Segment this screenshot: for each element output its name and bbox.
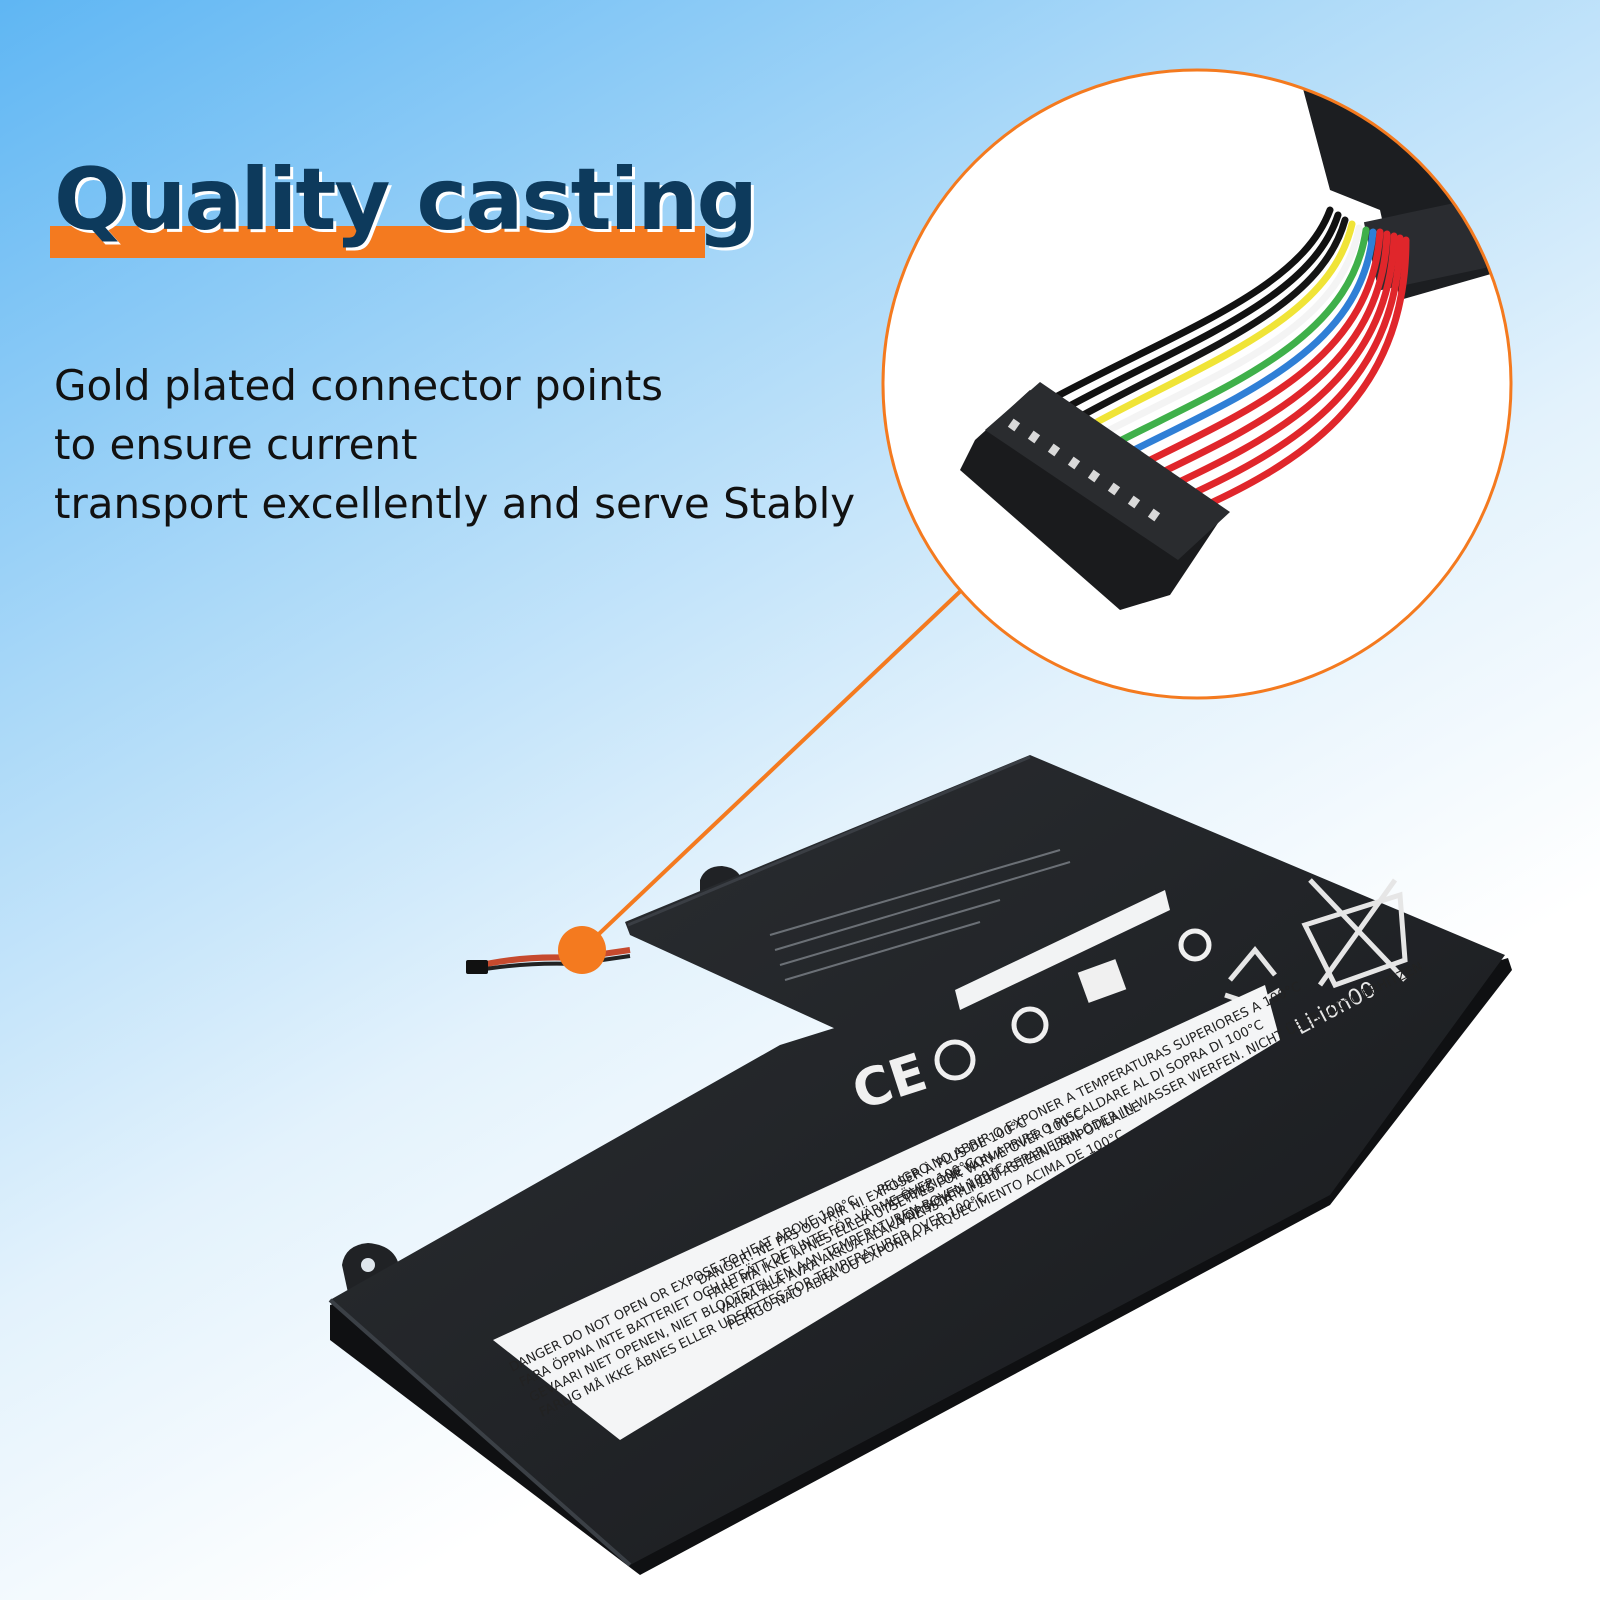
connector-zoom-circle <box>881 68 1513 700</box>
headline-underline-bar <box>50 226 705 258</box>
description-line-1: Gold plated connector points <box>54 361 664 410</box>
headline-title: Quality casting <box>54 150 758 250</box>
callout-dot <box>558 926 606 974</box>
description-line-3: transport excellently and serve Stably <box>54 479 856 528</box>
laptop-battery: CE Li-ion00 DANGER DO NOT OPEN OR EXPOSE… <box>328 755 1512 1575</box>
feature-description: Gold plated connector points to ensure c… <box>54 356 914 533</box>
callout-line <box>580 582 970 952</box>
description-line-2: to ensure current <box>54 420 418 469</box>
headline: Quality casting <box>50 150 758 260</box>
weee-bin-icon <box>1301 878 1408 989</box>
warning-label <box>493 985 1280 1440</box>
